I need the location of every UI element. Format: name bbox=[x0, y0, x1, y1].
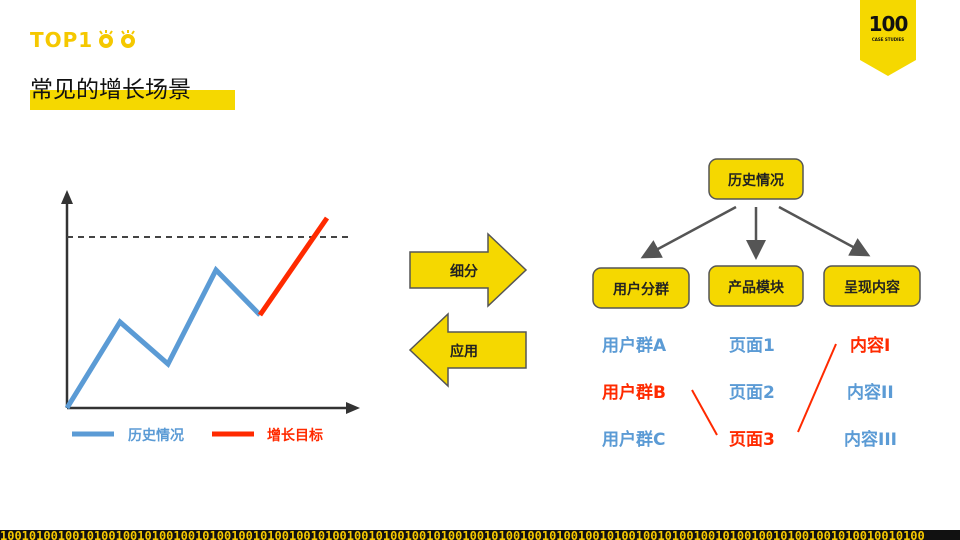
content-1: 内容I bbox=[850, 336, 891, 356]
y-axis-arrow bbox=[61, 190, 73, 204]
page-3: 页面3 bbox=[729, 430, 775, 450]
case-studies-logo: 100 CASE STUDIES bbox=[860, 0, 916, 76]
top1-logo-text: TOP1 bbox=[30, 28, 94, 52]
logo-caption: CASE STUDIES bbox=[871, 37, 905, 42]
tree-root-node bbox=[708, 158, 804, 200]
connector-content bbox=[778, 205, 871, 257]
legend-target-label: 增长目标 bbox=[267, 428, 323, 444]
apply-arrow bbox=[408, 312, 527, 388]
content-3: 内容III bbox=[844, 430, 897, 450]
user-group-c: 用户群C bbox=[602, 430, 666, 450]
tree-branch-users bbox=[592, 267, 690, 309]
tree-root-label: 历史情况 bbox=[728, 173, 784, 189]
bookmark-shape bbox=[860, 0, 916, 76]
page-title: 常见的增长场景 bbox=[30, 77, 191, 103]
title-highlight bbox=[30, 90, 235, 110]
page-2: 页面2 bbox=[729, 383, 775, 403]
user-group-b: 用户群B bbox=[602, 383, 666, 403]
legend-history-label: 历史情况 bbox=[128, 428, 184, 444]
top1-logo: TOP1 bbox=[30, 28, 141, 52]
tree-branch-users-label: 用户分群 bbox=[613, 282, 669, 298]
connector-users bbox=[640, 205, 737, 259]
refine-arrow bbox=[409, 232, 528, 308]
page-title-block: 常见的增长场景 bbox=[30, 70, 235, 110]
page-1: 页面1 bbox=[729, 336, 775, 356]
tree-branch-modules-label: 产品模块 bbox=[728, 280, 784, 296]
logo-number: 100 bbox=[868, 12, 909, 36]
tree-branch-content bbox=[823, 265, 921, 307]
binary-digits: 1001010010010100100101001001010010010100… bbox=[0, 530, 925, 540]
tree-branch-modules bbox=[708, 265, 804, 307]
combo-link-1 bbox=[691, 389, 718, 436]
binary-footer-strip: 1001010010010100100101001001010010010100… bbox=[0, 530, 960, 540]
x-axis-arrow bbox=[346, 402, 360, 414]
combo-link-2 bbox=[797, 343, 837, 433]
target-line bbox=[257, 216, 330, 317]
user-group-a: 用户群A bbox=[602, 336, 667, 356]
history-line bbox=[64, 265, 262, 410]
refine-label: 细分 bbox=[450, 264, 478, 280]
tree-branch-content-label: 呈现内容 bbox=[844, 280, 900, 296]
eyes-icon bbox=[99, 30, 136, 48]
apply-label: 应用 bbox=[450, 344, 478, 360]
content-2: 内容II bbox=[847, 383, 894, 403]
